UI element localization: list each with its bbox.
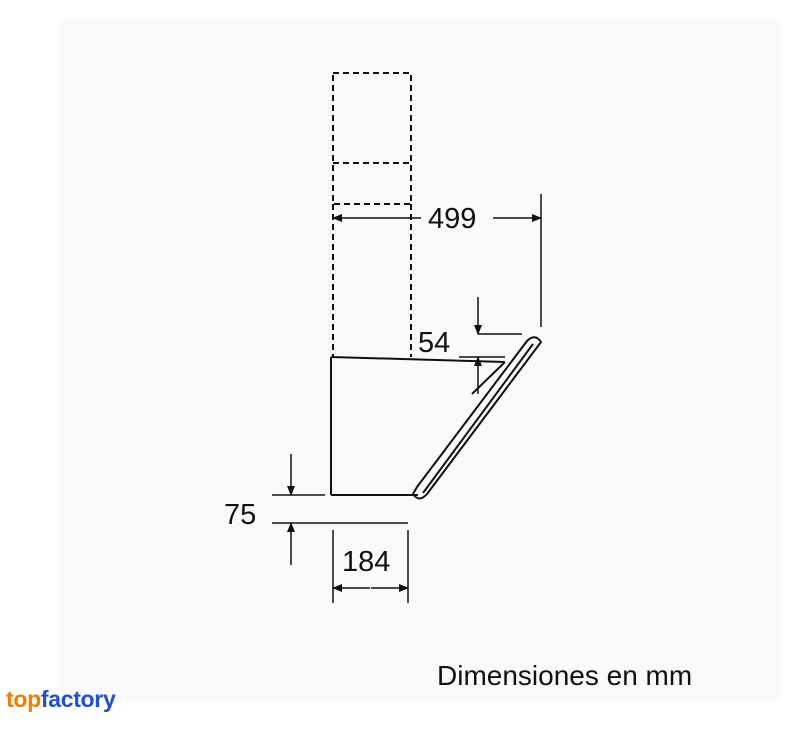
dimension-184-label: 184 bbox=[342, 546, 390, 578]
dimension-75 bbox=[272, 454, 408, 565]
logo-part-top: top bbox=[6, 686, 41, 712]
logo-part-factory: factory bbox=[40, 686, 116, 712]
dimension-499 bbox=[332, 194, 542, 327]
caption-text: Dimensiones en mm bbox=[437, 660, 693, 691]
dimension-54 bbox=[459, 297, 522, 394]
dimension-75-label: 75 bbox=[224, 499, 256, 531]
chimney-outline-dashed bbox=[332, 72, 412, 357]
dimension-54-label: 54 bbox=[418, 327, 450, 359]
dimension-184 bbox=[332, 530, 409, 603]
topfactory-logo: topfactory bbox=[6, 686, 116, 713]
dimension-499-label: 499 bbox=[428, 203, 476, 235]
glass-panel bbox=[412, 336, 542, 500]
